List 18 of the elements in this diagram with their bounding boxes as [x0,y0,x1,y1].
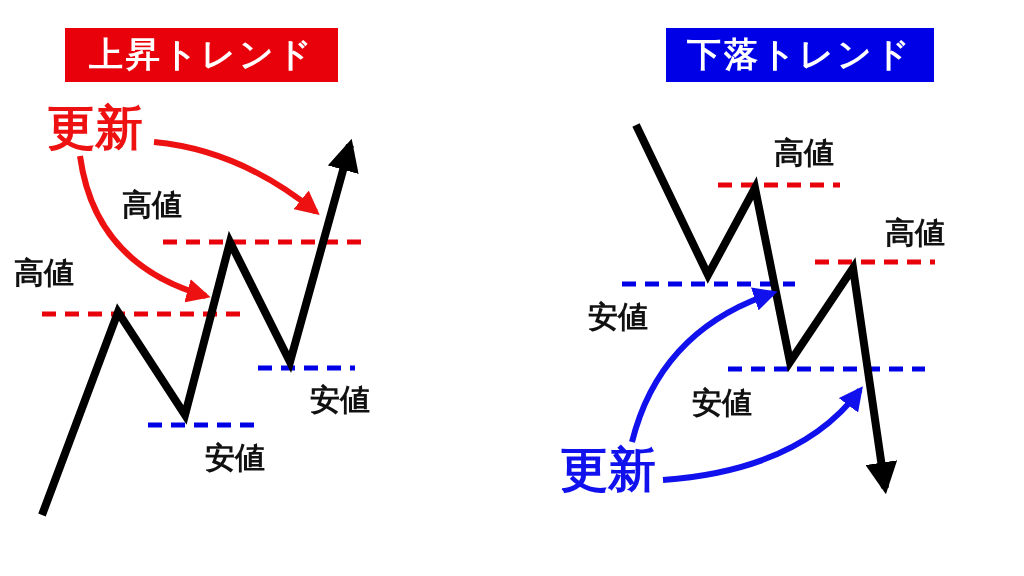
arrow [629,288,778,443]
level-label: 安値 [692,388,752,418]
level-label: 高値 [774,138,834,168]
title-banner [666,28,934,82]
arrow [662,386,864,483]
arrow [77,155,211,302]
update-label: 更新 [47,98,143,157]
level-label: 高値 [122,190,182,220]
title-label: 下落トレンド [687,33,913,76]
title-label: 上昇トレンド [88,33,315,76]
level-label: 高値 [14,258,74,288]
level-label: 高値 [885,218,945,248]
level-label: 安値 [588,302,648,332]
arrow [153,139,320,215]
title-banner [65,28,338,82]
update-label: 更新 [560,440,656,499]
level-label: 安値 [205,443,265,473]
level-label: 安値 [310,385,370,415]
